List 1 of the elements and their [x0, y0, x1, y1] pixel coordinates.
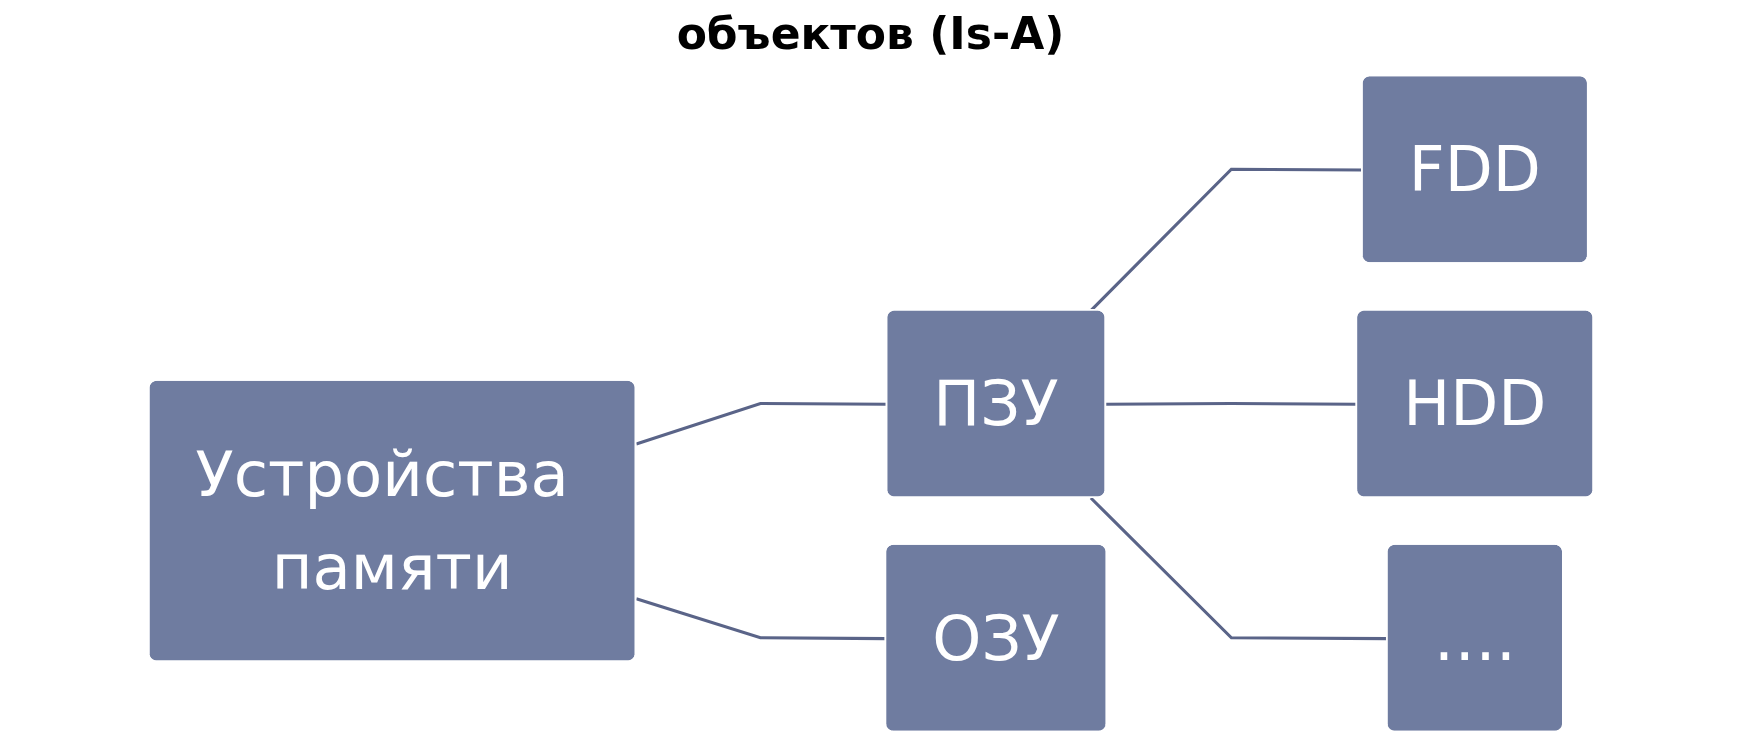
title: объектов (Is-A)	[676, 8, 1065, 59]
